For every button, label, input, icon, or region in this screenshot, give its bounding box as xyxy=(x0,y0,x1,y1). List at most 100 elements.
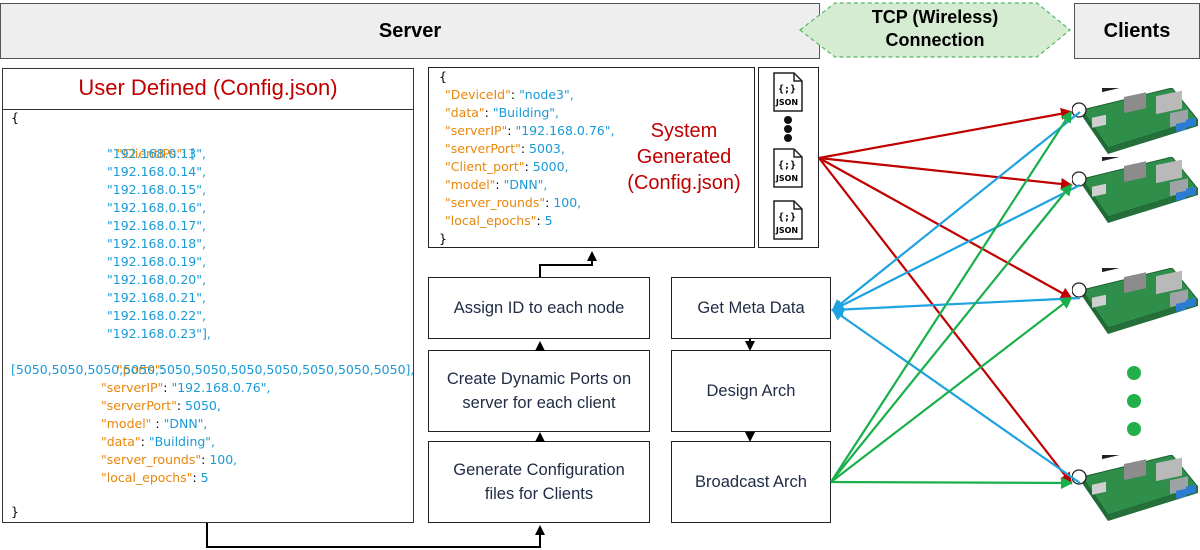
system-config-panel: { "DeviceId": "node3","data": "Building"… xyxy=(428,67,755,248)
entry-key: "server_rounds" xyxy=(445,195,546,210)
system-config-entry: "Client_port": 5000, xyxy=(445,158,614,176)
server-header-label: Server xyxy=(378,19,442,42)
entry-separator: : xyxy=(163,380,172,395)
user-config-entry: "serverPort": 5050, xyxy=(101,397,270,415)
json-file-icon-glyph: {;} xyxy=(778,84,796,95)
json-file-icon: {;} JSON xyxy=(771,72,805,112)
entry-separator: : xyxy=(524,159,533,174)
json-file-icon-label: JSON xyxy=(775,98,798,107)
user-config-entry: "serverIP": "192.168.0.76", xyxy=(101,379,270,397)
system-config-entry: "data": "Building", xyxy=(445,104,614,122)
entry-value: 100, xyxy=(553,195,582,210)
connection-hexagon xyxy=(799,2,1071,58)
json-file-icon: {;} JSON xyxy=(771,200,805,240)
ports-value: [5050,5050,5050,5050,5050,5050,5050,5050… xyxy=(11,362,415,377)
client-ip-item: "192.168.0.18", xyxy=(107,236,206,251)
user-config-title-divider xyxy=(3,109,413,110)
entry-value: "Building", xyxy=(148,434,216,449)
create-ports-box: Create Dynamic Ports on server for each … xyxy=(428,350,650,432)
connection-label-line1: TCP (Wireless) xyxy=(871,7,999,27)
connection-label: TCP (Wireless) Connection xyxy=(835,6,1035,56)
entry-key: "Client_port" xyxy=(445,159,525,174)
entry-value: 5050, xyxy=(185,398,221,413)
clientips-key: "ClientIPs" xyxy=(116,146,183,161)
system-generated-label: System Generated (Config.json) xyxy=(619,118,749,196)
generate-config-label: Generate Configuration files for Clients xyxy=(453,461,625,503)
design-arch-box: Design Arch xyxy=(671,350,831,432)
system-generated-line2: Generated xyxy=(636,146,732,168)
broadcast-arch-label: Broadcast Arch xyxy=(695,473,807,491)
entry-key: "serverPort" xyxy=(101,398,177,413)
user-config-title: User Defined (Config.json) xyxy=(78,75,338,100)
entry-value: "Building", xyxy=(492,105,560,120)
assign-id-box: Assign ID to each node xyxy=(428,277,650,339)
entry-key: "server_rounds" xyxy=(101,452,202,467)
entry-separator: : xyxy=(140,434,149,449)
client-ip-item: "192.168.0.23"], xyxy=(107,326,211,341)
clients-header-label: Clients xyxy=(1103,19,1171,42)
entry-value: 100, xyxy=(209,452,238,467)
get-meta-box: Get Meta Data xyxy=(671,277,831,339)
user-config-ports-line: "ports": xyxy=(116,362,165,377)
entry-separator: : xyxy=(484,105,493,120)
client-ip-item: "192.168.0.13", xyxy=(107,146,206,161)
json-file-icon-glyph: {;} xyxy=(778,212,796,223)
entry-separator: : xyxy=(201,452,210,467)
client-ip-item: "192.168.0.17", xyxy=(107,218,206,233)
entry-separator: : xyxy=(495,177,504,192)
client-ip-item: "192.168.0.15", xyxy=(107,182,206,197)
user-config-entry: "data": "Building", xyxy=(101,433,270,451)
entry-separator: : xyxy=(536,213,545,228)
entry-key: "local_epochs" xyxy=(101,470,193,485)
entry-separator: : xyxy=(507,123,516,138)
system-config-entry: "serverPort": 5003, xyxy=(445,140,614,158)
entry-key: "model" xyxy=(445,177,496,192)
client-ip-item: "192.168.0.20", xyxy=(107,272,206,287)
entry-value: "192.168.0.76", xyxy=(171,380,271,395)
entry-value: 5000, xyxy=(532,159,569,174)
entry-key: "local_epochs" xyxy=(445,213,537,228)
get-meta-label: Get Meta Data xyxy=(697,299,805,317)
system-config-entries: "DeviceId": "node3","data": "Building","… xyxy=(445,86,614,230)
raspberry-pi-board-icon xyxy=(1072,88,1198,166)
design-arch-label: Design Arch xyxy=(706,382,796,400)
entry-key: "model" xyxy=(101,416,152,431)
server-header: Server xyxy=(0,3,820,59)
json-file-icon-label: JSON xyxy=(775,226,798,235)
entry-key: "serverIP" xyxy=(101,380,164,395)
client-ip-item: "192.168.0.22", xyxy=(107,308,206,323)
entry-separator: : xyxy=(520,141,530,156)
user-config-clientips-line: "ClientIPs": [ xyxy=(116,146,196,161)
client-ip-list: "192.168.0.13","192.168.0.14","192.168.0… xyxy=(107,145,211,343)
user-config-entries: "serverIP": "192.168.0.76","serverPort":… xyxy=(101,379,270,487)
user-config-entry: "server_rounds": 100, xyxy=(101,451,270,469)
broadcast-arch-box: Broadcast Arch xyxy=(671,441,831,523)
entry-key: "serverPort" xyxy=(445,141,521,156)
user-config-panel: User Defined (Config.json) { "ClientIPs"… xyxy=(2,68,414,523)
connection-label-line2: Connection xyxy=(885,30,985,50)
entry-separator: : xyxy=(151,416,164,431)
system-config-close-brace: } xyxy=(439,231,447,246)
ports-key: "ports" xyxy=(116,362,161,377)
user-config-entry: "model" : "DNN", xyxy=(101,415,270,433)
system-config-entry: "model": "DNN", xyxy=(445,176,614,194)
entry-separator: : xyxy=(192,470,201,485)
json-file-icon-label: JSON xyxy=(775,174,798,183)
clients-header: Clients xyxy=(1074,3,1200,59)
json-file-icon-glyph: {;} xyxy=(778,160,796,171)
user-config-entry: "local_epochs": 5 xyxy=(101,469,270,487)
user-config-open-brace: { xyxy=(11,110,19,125)
ellipsis-dot xyxy=(1127,422,1141,436)
entry-separator: : xyxy=(176,398,186,413)
entry-key: "data" xyxy=(101,434,141,449)
system-config-entry: "local_epochs": 5 xyxy=(445,212,614,230)
raspberry-pi-board-icon xyxy=(1072,268,1198,346)
ellipsis-dot xyxy=(1127,394,1141,408)
system-config-entry: "server_rounds": 100, xyxy=(445,194,614,212)
assign-id-label: Assign ID to each node xyxy=(453,299,625,317)
entry-key: "serverIP" xyxy=(445,123,508,138)
user-config-close-brace: } xyxy=(11,504,19,519)
entry-value: 5 xyxy=(544,213,553,228)
system-generated-line3: (Config.json) xyxy=(627,172,741,194)
